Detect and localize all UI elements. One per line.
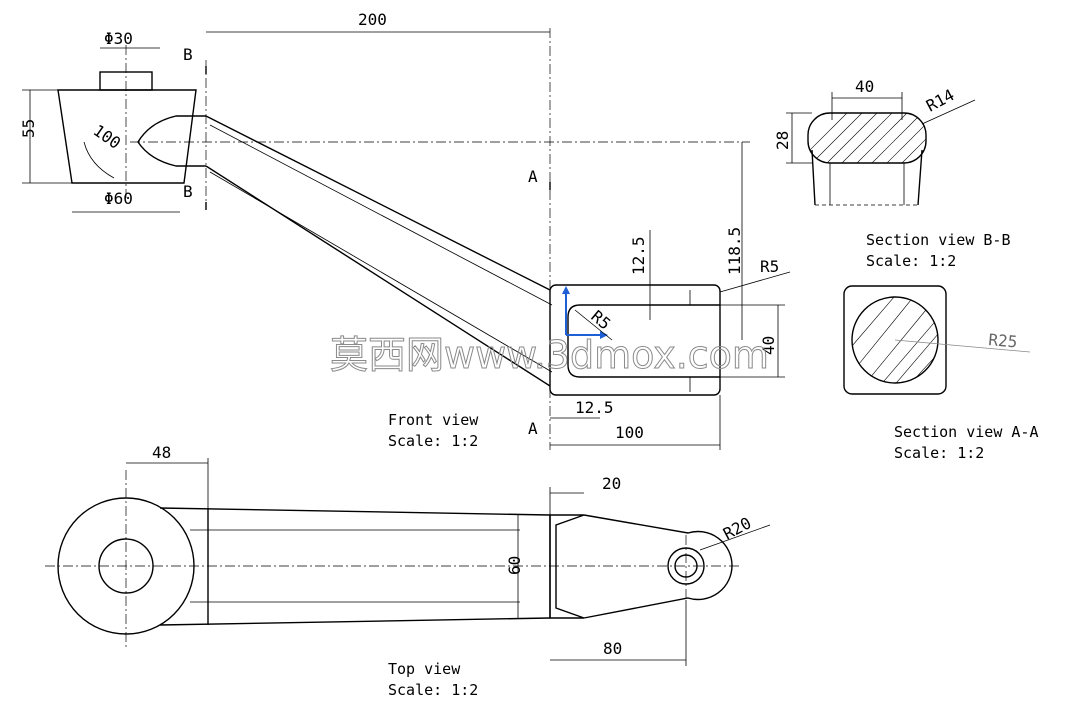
section-label-b-top: B	[183, 45, 193, 64]
dim-12-5-top: 12.5	[629, 236, 648, 275]
r5-leader	[719, 271, 791, 293]
dim-55: 55	[19, 119, 38, 138]
section-label-a-top: A	[528, 167, 538, 186]
blue-arrow-up	[562, 286, 570, 294]
dim-angle-100: 100	[90, 121, 125, 153]
dim-r5-outer: R5	[760, 257, 779, 276]
r5-inner-leader	[574, 309, 613, 341]
dim-r5-inner: R5	[587, 307, 614, 334]
section-aa: R25 Section view A-A Scale: 1:2	[843, 285, 1039, 462]
fork-slot	[567, 304, 720, 378]
dim-r25: R25	[988, 330, 1018, 351]
front-view: 200 Φ30 B B 55 100 Φ60 A A 118.5 12.5 R5…	[19, 10, 791, 450]
section-bb-caption: Section view B-B	[866, 231, 1011, 249]
angle-arc	[83, 141, 115, 179]
r20-leader	[699, 524, 771, 551]
r25-leader	[894, 339, 1031, 353]
dim-28: 28	[773, 131, 792, 150]
watermark: 莫西网www.3dmox.com	[330, 333, 769, 377]
hub-body	[57, 89, 197, 184]
fork-top-outline	[583, 514, 733, 619]
top-view: 48 20 60 80 R20 Top view Scale: 1:2	[45, 443, 771, 699]
dim-40-bb: 40	[855, 77, 874, 96]
front-view-scale: Scale: 1:2	[388, 432, 478, 450]
dim-80: 80	[603, 639, 622, 658]
arm-top-lower	[159, 617, 551, 626]
section-label-a-bottom: A	[528, 419, 538, 438]
cone-tip	[137, 115, 206, 167]
arm-lower-inner	[209, 171, 553, 373]
arm-lower-edge	[205, 165, 551, 387]
section-bb-profile	[807, 112, 927, 164]
r14-leader	[921, 99, 976, 125]
top-view-scale: Scale: 1:2	[388, 681, 478, 699]
dim-40-front: 40	[759, 336, 778, 355]
dim-48: 48	[152, 443, 171, 462]
arm-upper-inner	[209, 124, 553, 306]
section-aa-square	[843, 285, 947, 395]
dim-20: 20	[602, 474, 621, 493]
dim-r14: R14	[923, 85, 957, 115]
dim-100: 100	[615, 423, 644, 442]
fork-top-chamfer	[549, 514, 585, 619]
dim-60: 60	[505, 556, 524, 575]
section-aa-caption: Section view A-A	[894, 423, 1039, 441]
section-bb: 40 28 R14 Section view B-B Scale: 1:2	[773, 77, 1011, 270]
dim-phi60: Φ60	[104, 189, 133, 208]
dim-200: 200	[358, 10, 387, 29]
dim-phi30: Φ30	[104, 29, 133, 48]
arm-top-upper	[159, 507, 551, 516]
section-bb-scale: Scale: 1:2	[866, 252, 956, 270]
blue-arrow-right	[600, 331, 608, 339]
dim-12-5-bottom: 12.5	[575, 398, 614, 417]
arm-upper-edge	[205, 115, 551, 291]
dim-118-5: 118.5	[725, 227, 744, 275]
section-bb-sides	[811, 149, 923, 206]
section-aa-circle	[851, 296, 939, 384]
front-view-caption: Front view	[388, 411, 479, 429]
section-label-b-bottom: B	[183, 182, 193, 201]
section-aa-scale: Scale: 1:2	[894, 444, 984, 462]
top-view-caption: Top view	[388, 660, 461, 678]
dim-r20: R20	[720, 513, 754, 543]
section-bb-hatch	[808, 113, 926, 163]
